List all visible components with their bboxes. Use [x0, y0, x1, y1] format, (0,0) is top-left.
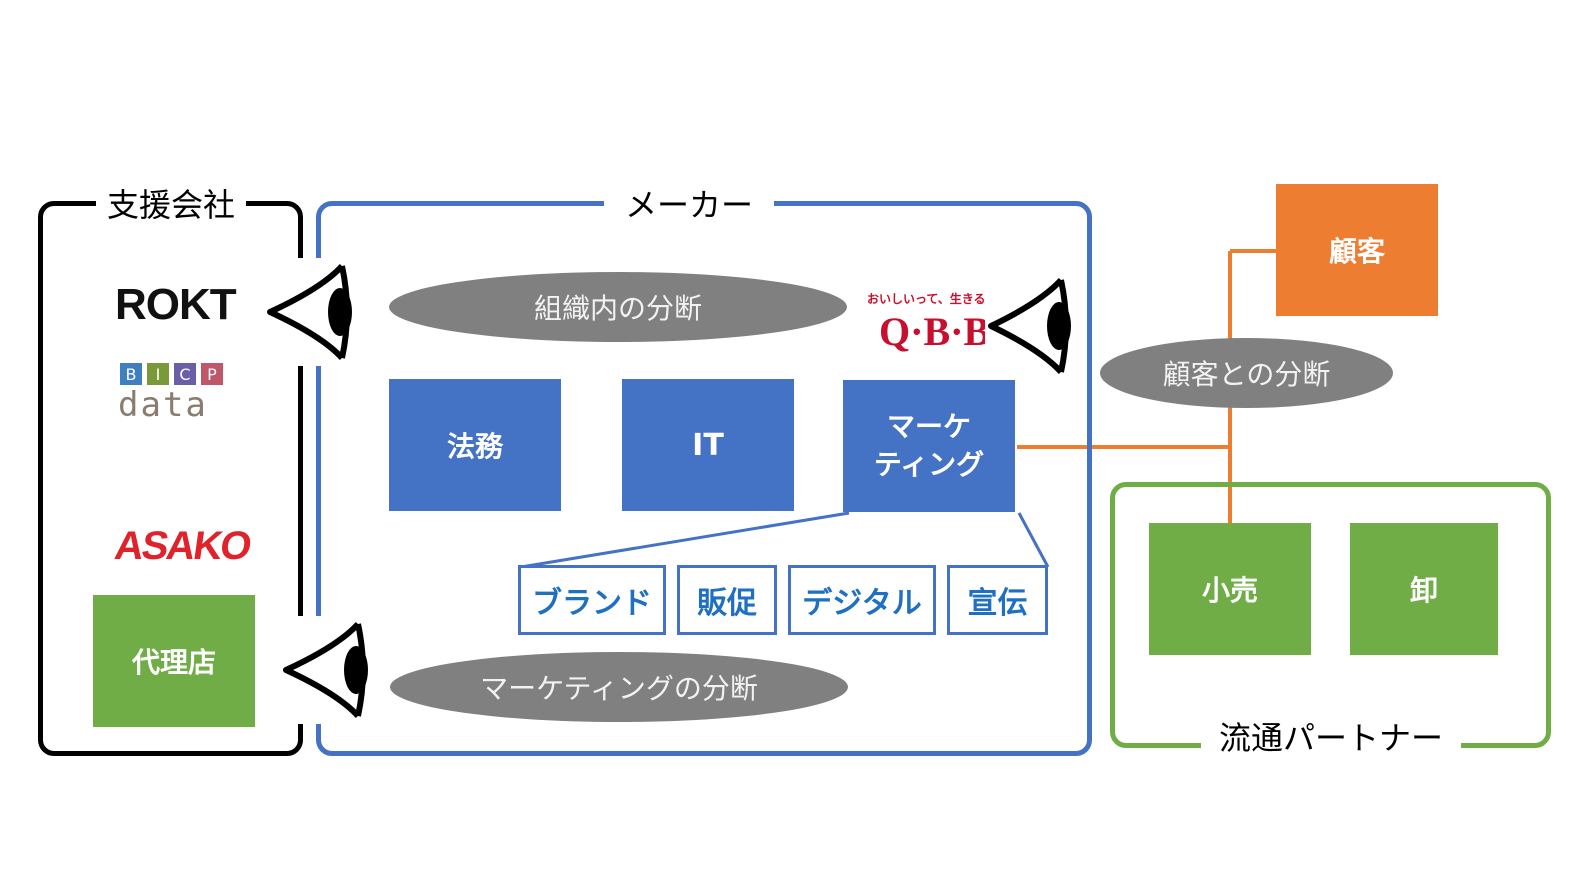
- customer-divide-label: 顧客との分断: [1162, 358, 1331, 391]
- bicp-letter: I: [155, 364, 161, 384]
- customer-box: 顧客: [1276, 184, 1438, 316]
- retail-label: 小売: [1201, 574, 1258, 607]
- brand-label: ブランド: [532, 586, 652, 621]
- bicp-letter-tile: B: [120, 363, 142, 385]
- qbb-logo: Q·B·B: [879, 309, 991, 354]
- agency-label: 代理店: [131, 646, 216, 679]
- brand-box: ブランド: [518, 565, 666, 635]
- maker-title: メーカー: [604, 185, 774, 225]
- partner-title: 流通パートナー: [1201, 718, 1461, 758]
- it-label: IT: [692, 427, 724, 463]
- promotion-label: 販促: [697, 586, 757, 621]
- wholesale-box: 卸: [1350, 523, 1498, 655]
- bicp-letter-tile: I: [147, 363, 169, 385]
- marketing-label-line2: ティング: [873, 448, 985, 481]
- wholesale-label: 卸: [1409, 574, 1438, 607]
- bicp-letter: B: [125, 364, 137, 384]
- it-box: IT: [622, 379, 794, 511]
- digital-label: デジタル: [802, 586, 922, 621]
- support-company-title: 支援会社: [96, 185, 246, 225]
- retail-box: 小売: [1149, 523, 1311, 655]
- customer-label: 顧客: [1328, 235, 1385, 268]
- org-divide-oval: 組織内の分断: [389, 272, 847, 342]
- advertising-box: 宣伝: [947, 565, 1048, 635]
- bicp-data-logo: B I C P data: [118, 363, 224, 425]
- marketing-divide-oval: マーケティングの分断: [390, 652, 848, 722]
- org-divide-label: 組織内の分断: [533, 292, 702, 325]
- eye-icon: [985, 272, 1077, 380]
- legal-box: 法務: [389, 379, 561, 511]
- marketing-divide-label: マーケティングの分断: [480, 672, 758, 705]
- eye-icon: [262, 258, 360, 366]
- marketing-label-line1: マーケ: [886, 410, 971, 443]
- promotion-box: 販促: [677, 565, 777, 635]
- digital-box: デジタル: [788, 565, 936, 635]
- legal-label: 法務: [446, 430, 503, 463]
- rokt-logo: ROKT: [115, 280, 237, 329]
- bicp-letter-tile: C: [174, 363, 196, 385]
- bicp-letter: P: [207, 364, 217, 384]
- bicp-data-word: data: [118, 385, 208, 425]
- asako-logo: ASAKO: [111, 524, 253, 568]
- marketing-box: マーケ ティング: [843, 380, 1015, 512]
- eye-icon: [278, 616, 376, 724]
- bicp-letter: C: [179, 364, 191, 384]
- agency-box: 代理店: [93, 595, 255, 727]
- advertising-label: 宣伝: [967, 586, 1028, 621]
- qbb-tagline: おいしいって、生きること。: [867, 292, 1022, 306]
- customer-divide-oval: 顧客との分断: [1100, 338, 1393, 408]
- bicp-letter-tile: P: [201, 363, 223, 385]
